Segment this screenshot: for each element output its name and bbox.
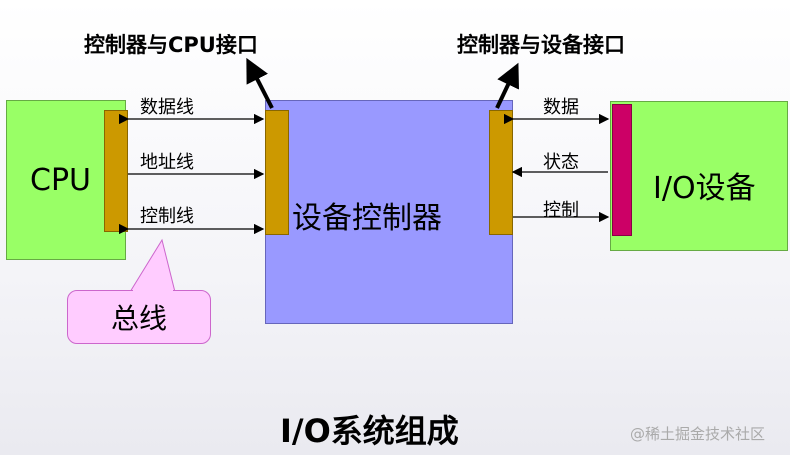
bus-callout: 总线 [67,290,211,344]
device-controller-box [265,100,513,324]
device-interface-label: 控制器与设备接口 [457,33,625,57]
io-device-label: I/O设备 [653,171,756,206]
bus-callout-tail-cover [133,289,173,292]
bus-callout-tail [129,238,176,293]
device-control-label: 控制 [543,200,579,221]
address-line-label: 地址线 [140,152,194,173]
cpu-label: CPU [30,163,91,198]
control-line-label: 控制线 [140,206,194,227]
watermark: @稀土掘金技术社区 [630,425,766,443]
cpu-interface-label: 控制器与CPU接口 [84,33,258,57]
io-device-box [610,101,788,251]
device-data-label: 数据 [543,97,579,118]
data-line-label: 数据线 [140,97,194,118]
device-status-label: 状态 [543,152,579,173]
cpu-interface-pointer [246,57,274,109]
bus-callout-label: 总线 [110,302,167,335]
diagram-caption: I/O系统组成 [280,412,459,450]
controller-cpu-port [265,110,289,235]
io-device-port [612,104,632,236]
device-interface-pointer [495,62,519,109]
controller-label: 设备控制器 [292,201,442,236]
cpu-bus-port [104,110,128,232]
